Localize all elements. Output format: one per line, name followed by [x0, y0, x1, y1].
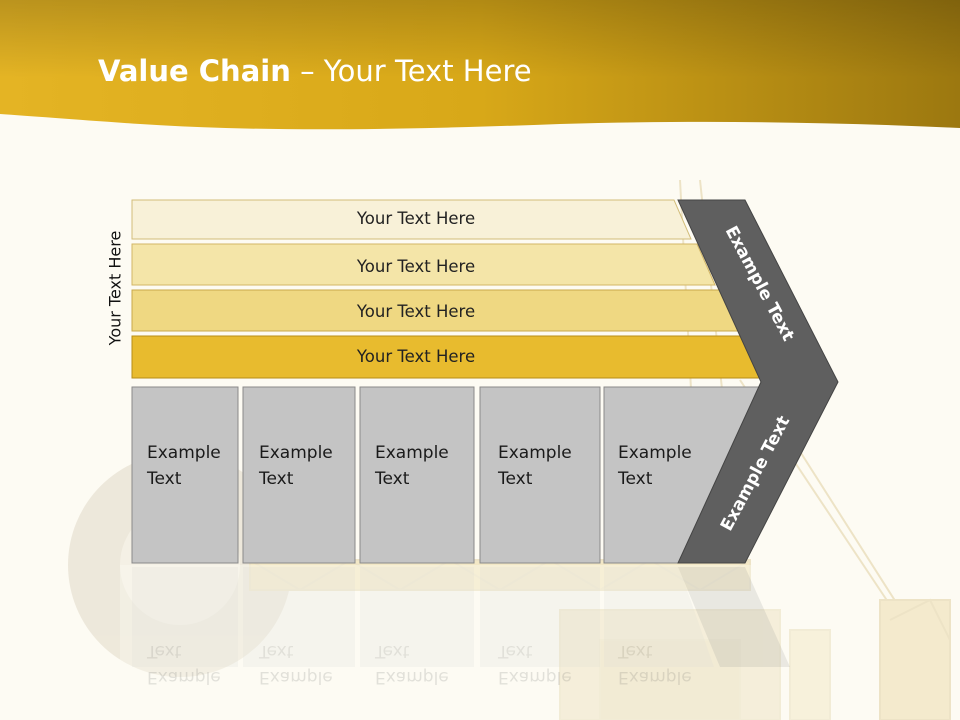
box-2-line-1: Example — [259, 443, 333, 463]
bar-1-label: Your Text Here — [356, 209, 475, 228]
box-2-line-2: Text — [258, 469, 294, 489]
box-3: Example Text — [359, 386, 475, 564]
reflection-box-2-line-2: Text — [258, 641, 294, 661]
bar-2: Your Text Here — [131, 243, 716, 286]
box-4-line-1: Example — [498, 443, 572, 463]
box-5-line-2: Text — [617, 469, 653, 489]
bar-4: Your Text Here — [131, 335, 764, 379]
box-2: Example Text — [242, 386, 356, 564]
boxes-reflection: Example Text Example Text Example Text E… — [132, 567, 790, 687]
box-5: Example Text — [603, 386, 763, 564]
reflection-box-1-line-2: Text — [146, 641, 182, 661]
title-bold: Value Chain — [98, 54, 291, 88]
reflection-box-3-line-1: Example — [375, 667, 449, 687]
reflection-box-4-line-1: Example — [498, 667, 572, 687]
reflection-box-2-line-1: Example — [259, 667, 333, 687]
reflection-fade — [120, 565, 840, 720]
box-1: Example Text — [131, 386, 239, 564]
reflection-box-1-line-1: Example — [147, 667, 221, 687]
box-4: Example Text — [479, 386, 601, 564]
box-1-line-1: Example — [147, 443, 221, 463]
box-3-line-1: Example — [375, 443, 449, 463]
box-5-line-1: Example — [618, 443, 692, 463]
bar-3: Your Text Here — [131, 289, 740, 332]
reflection-box-4-line-2: Text — [497, 641, 533, 661]
slide-title: Value Chain – Your Text Here — [98, 54, 532, 88]
bar-1: Your Text Here — [131, 199, 692, 240]
bar-4-label: Your Text Here — [356, 347, 475, 366]
bar-2-label: Your Text Here — [356, 257, 475, 276]
reflection-box-5-line-2: Text — [617, 641, 653, 661]
bar-3-label: Your Text Here — [356, 302, 475, 321]
box-3-line-2: Text — [374, 469, 410, 489]
box-1-line-2: Text — [146, 469, 182, 489]
reflection-box-5-line-1: Example — [618, 667, 692, 687]
reflection-box-3-line-2: Text — [374, 641, 410, 661]
title-rest: – Your Text Here — [290, 54, 532, 88]
box-4-line-2: Text — [497, 469, 533, 489]
